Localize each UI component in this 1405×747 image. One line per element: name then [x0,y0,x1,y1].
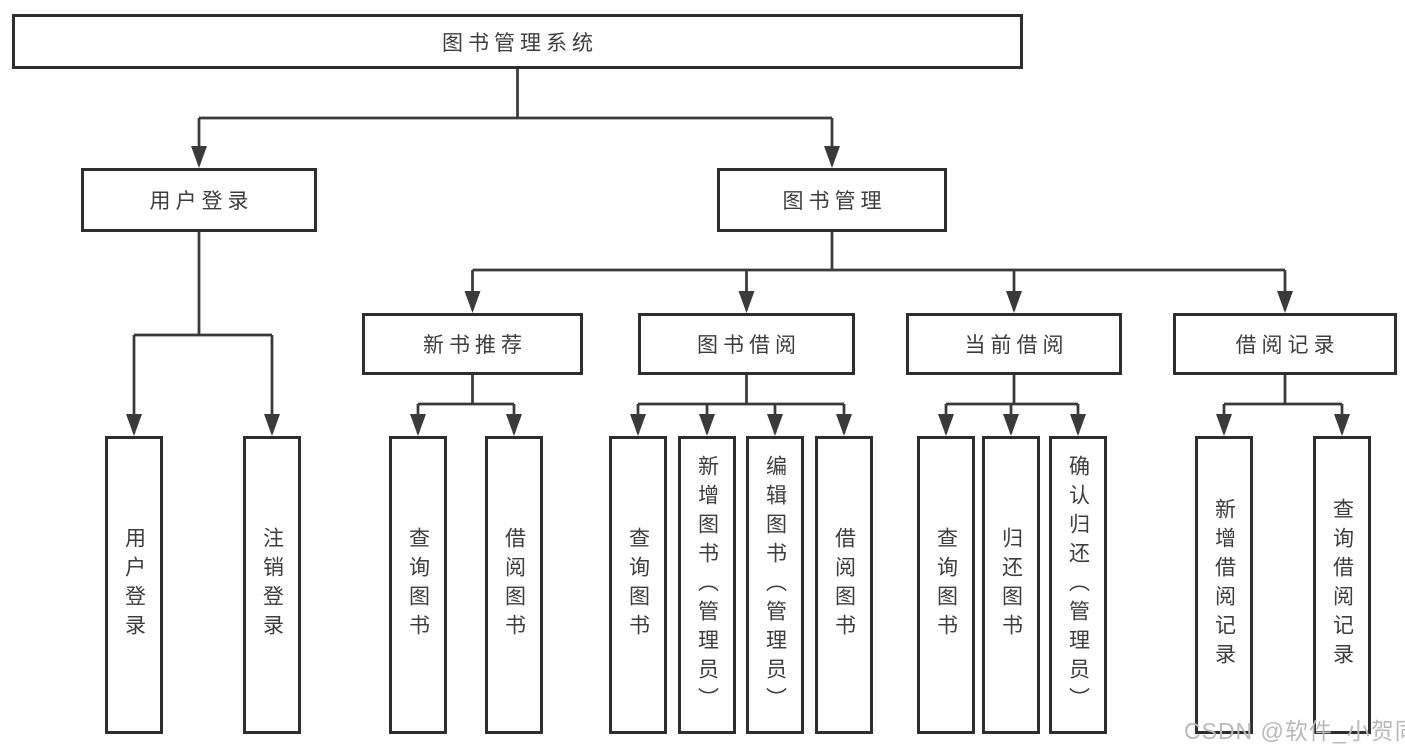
node-label: 确认归还（管理员） [1066,454,1090,716]
leaf-add-borrow-record: 新增借阅记录 [1195,436,1253,734]
node-label: 借阅图书 [832,527,856,643]
node-label: 当前借阅 [964,334,1069,357]
leaf-user-login: 用户登录 [105,436,163,734]
node-label: 图书管理 [782,190,887,213]
node-label: 用户登录 [149,190,254,213]
leaf-query-books: 查询图书 [917,436,975,734]
node-label: 新增借阅记录 [1212,498,1236,672]
node-label: 注销登录 [260,527,284,643]
node-label: 查询图书 [626,527,650,643]
node-book-borrowing: 图书借阅 [638,313,855,375]
node-user-login: 用户登录 [81,168,317,232]
node-label: 借阅图书 [502,527,526,643]
leaf-query-books: 查询图书 [609,436,667,734]
leaf-borrow-books: 借阅图书 [485,436,543,734]
leaf-logout: 注销登录 [243,436,301,734]
leaf-query-borrow-record: 查询借阅记录 [1313,436,1371,734]
leaf-return-books: 归还图书 [982,436,1040,734]
node-label: 查询借阅记录 [1330,498,1354,672]
node-label: 新增图书（管理员） [695,454,719,716]
node-label: 编辑图书（管理员） [763,454,787,716]
node-label: 新书推荐 [423,334,527,357]
leaf-edit-books-admin: 编辑图书（管理员） [746,436,804,734]
node-label: 归还图书 [999,527,1023,643]
csdn-watermark: CSDN @软件_小贺同学 [1184,718,1405,744]
leaf-borrow-books: 借阅图书 [815,436,873,734]
node-new-book-recommendation: 新书推荐 [362,313,583,375]
node-label: 查询图书 [406,527,430,643]
node-book-management: 图书管理 [717,168,947,232]
node-label: 借阅记录 [1235,334,1340,357]
node-label: 用户登录 [122,527,146,643]
connector-rails [134,68,1342,406]
leaf-confirm-return-admin: 确认归还（管理员） [1049,436,1107,734]
leaf-add-books-admin: 新增图书（管理员） [678,436,736,734]
node-label: 图书管理系统 [442,31,598,55]
node-label: 查询图书 [934,527,958,643]
node-label: 图书借阅 [697,334,801,357]
node-borrowing-records: 借阅记录 [1173,313,1397,375]
node-library-management-system: 图书管理系统 [12,14,1023,69]
leaf-query-books: 查询图书 [389,436,447,734]
node-current-borrowing: 当前借阅 [906,313,1122,375]
